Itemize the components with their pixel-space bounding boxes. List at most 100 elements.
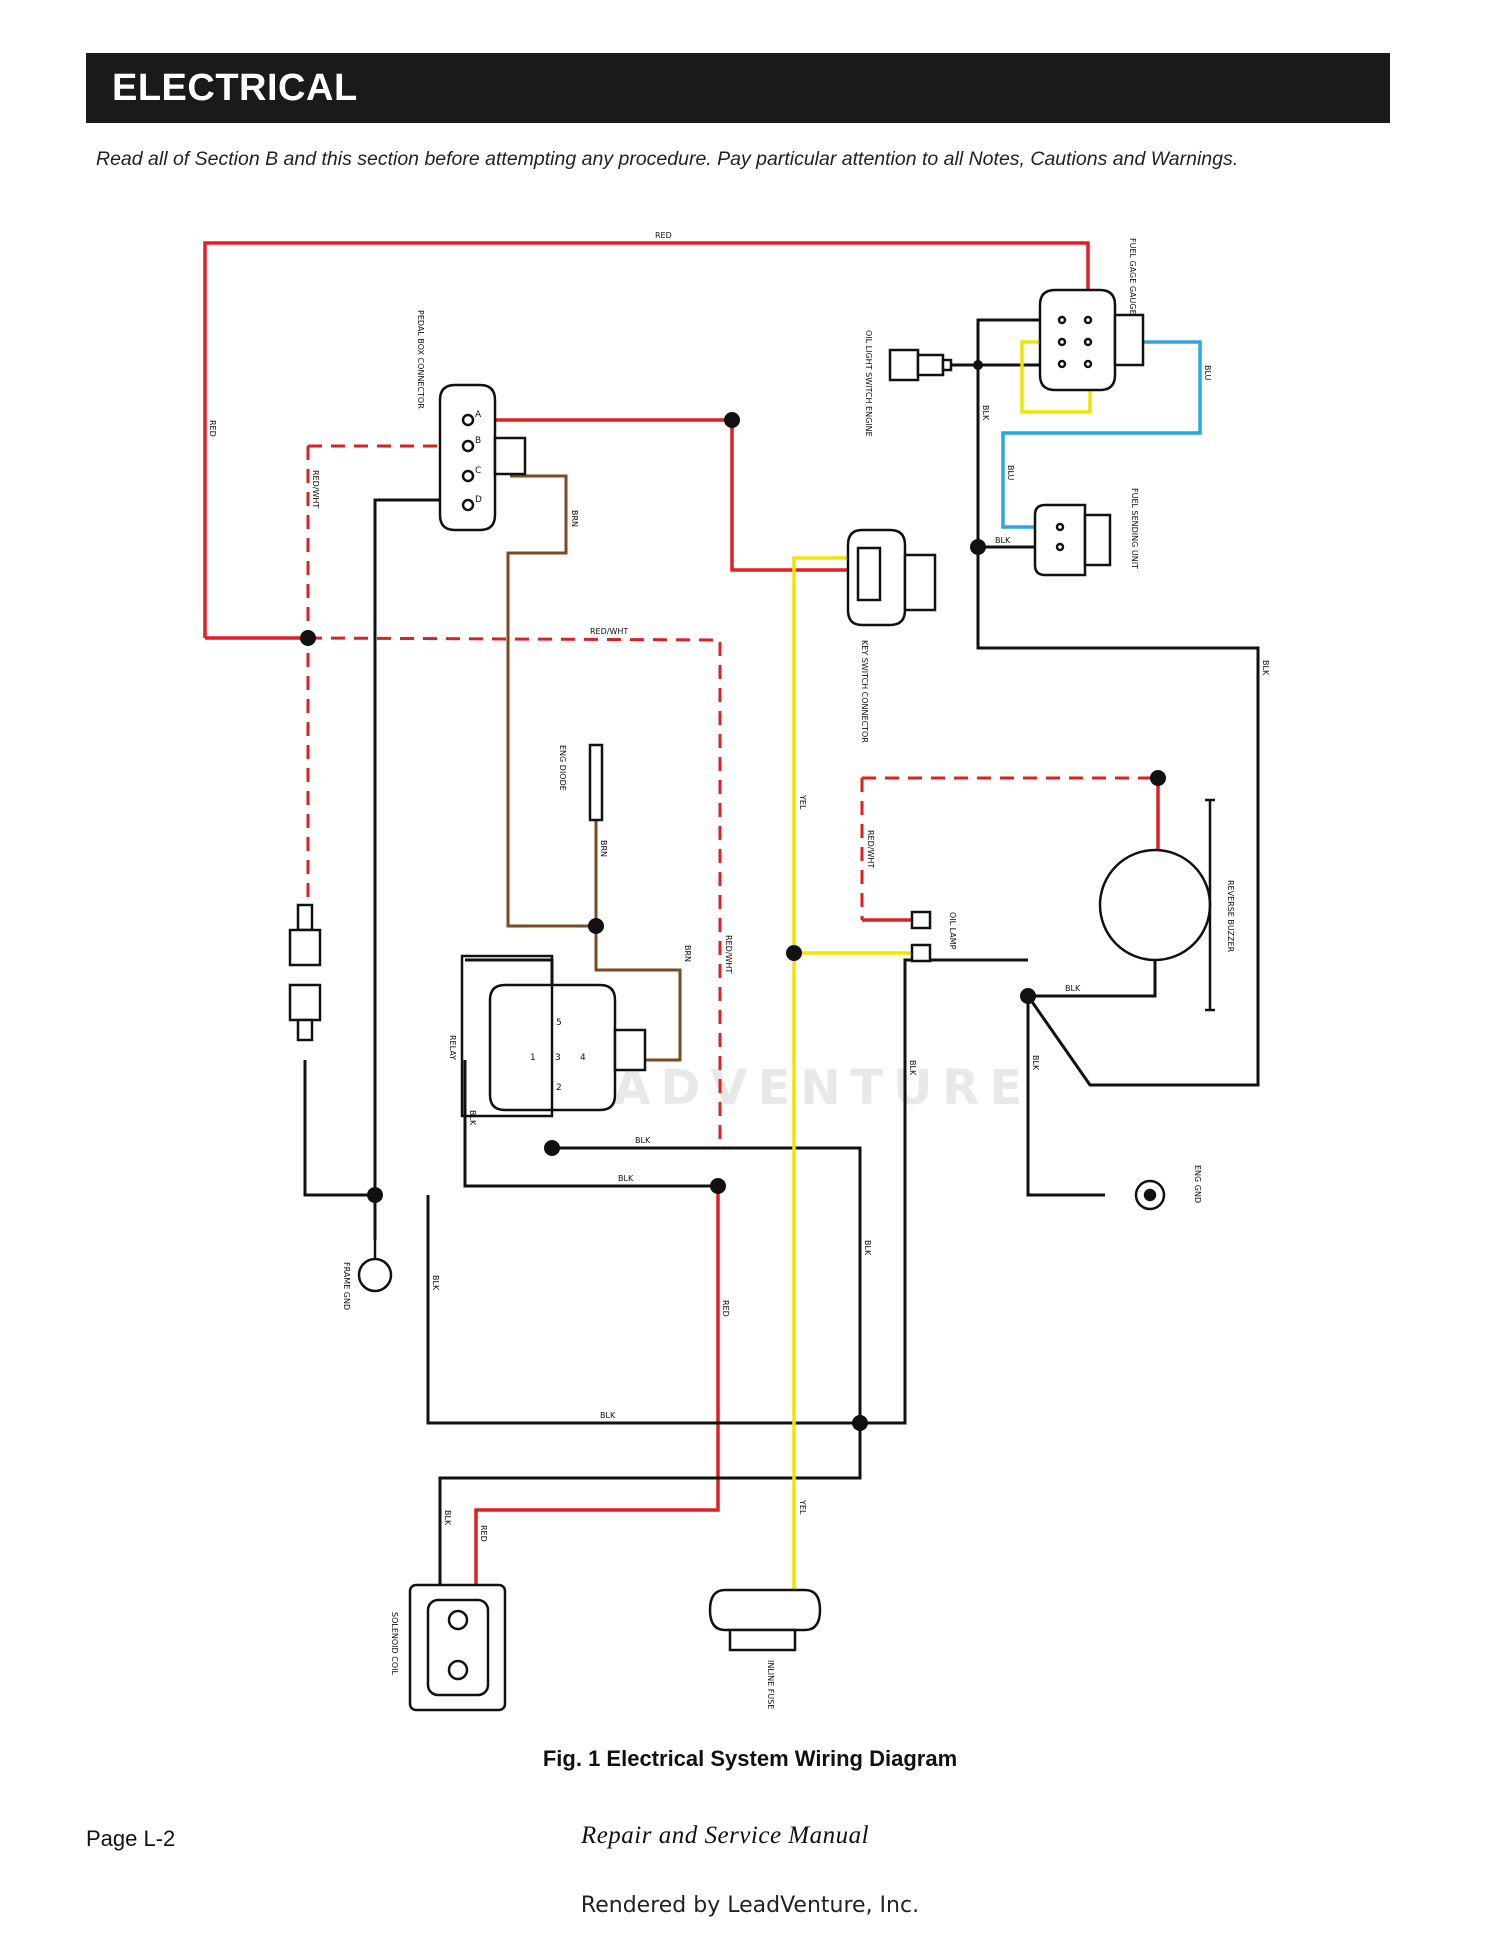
wire-label: BLK: [468, 1110, 477, 1126]
wire-blk-pedal-d: [373, 498, 440, 1195]
pedal-box-connector: [438, 383, 527, 532]
oil-switch-connector: [888, 348, 953, 382]
junction: [710, 1178, 726, 1194]
wire-label: BLK: [863, 1240, 872, 1256]
wire-label: BLK: [995, 536, 1011, 545]
junction: [588, 918, 604, 934]
wire-label: BLK: [908, 1060, 917, 1076]
eng-diode: [588, 743, 604, 822]
wire-label: BLK: [618, 1174, 634, 1183]
solenoid-label: SOLENOID COIL: [390, 1612, 399, 1675]
wire-blk-frame: [303, 1060, 375, 1197]
junction: [852, 1415, 868, 1431]
wire-label: YEL: [798, 794, 807, 810]
reverse-buzzer-label: REVERSE BUZZER: [1226, 880, 1235, 953]
eng-gnd-label: ENG GND: [1193, 1165, 1202, 1203]
junction: [970, 539, 986, 555]
relay-label: RELAY: [448, 1035, 457, 1060]
brown-wires: [506, 474, 682, 1062]
section-header: ELECTRICAL: [86, 53, 1390, 123]
wire-label: BRN: [599, 840, 608, 857]
junction: [544, 1140, 560, 1156]
wire-red-top: [203, 241, 1090, 638]
wire-blk-relay-out: [552, 1146, 862, 1423]
wire-label: RED: [721, 1300, 730, 1317]
junctions: [300, 360, 1166, 1431]
relay-pin-3: 3: [555, 1053, 561, 1063]
junction: [300, 630, 316, 646]
wire-label: RED/WHT: [724, 935, 733, 973]
fuel-sending-unit: [1033, 503, 1112, 577]
engine-ground: [1134, 1179, 1166, 1211]
oil-lamp-label: OIL LAMP: [948, 912, 957, 950]
frame-gnd-label: FRAME GND: [342, 1262, 351, 1310]
wire-blk-diag: [976, 318, 1260, 1087]
wire-blk-relay-left: [463, 1060, 718, 1188]
wire-brn-relay: [594, 926, 682, 1062]
wire-label: YEL: [798, 1499, 807, 1515]
page-number: Page L-2: [86, 1826, 176, 1851]
fuel-sending-label: FUEL SENDING UNIT: [1130, 488, 1139, 569]
wire-label: BLK: [1065, 984, 1081, 993]
figure-caption: Fig. 1 Electrical System Wiring Diagram: [542, 1746, 958, 1771]
junction: [1020, 988, 1036, 1004]
pedal-pin-d: D: [475, 495, 482, 505]
eng-diode-label: ENG DIODE: [558, 745, 567, 791]
relay-pin-5: 5: [556, 1018, 562, 1028]
wire-label: BLK: [443, 1510, 452, 1526]
inline-fuse-label: INLINE FUSE: [766, 1660, 775, 1709]
starter-generator: [1098, 798, 1215, 1012]
wire-blk-buzzer: [1028, 955, 1157, 998]
wire-label: RED: [655, 231, 672, 240]
wire-label: BLK: [981, 405, 990, 421]
wire-label: BLU: [1006, 465, 1015, 481]
wire-label: BLK: [431, 1275, 440, 1291]
junction: [367, 1187, 383, 1203]
oil-switch-label: OIL LIGHT SWITCH ENGINE: [864, 330, 873, 437]
inline-fuse: [708, 1588, 822, 1652]
key-switch-label: KEY SWITCH CONNECTOR: [860, 640, 869, 743]
wire-blk-solenoid: [438, 1423, 862, 1585]
wire-label: BLK: [1261, 660, 1270, 676]
wire-blk-to-bottom: [426, 1195, 858, 1425]
relay-pin-4: 4: [580, 1053, 586, 1063]
wire-redwht-mid: [307, 636, 722, 1140]
oil-lamp: [910, 910, 932, 963]
wire-red-pedal-to-keyswitch: [460, 418, 862, 572]
wire-label: RED/WHT: [311, 470, 320, 508]
intro-text: Read all of Section B and this section b…: [96, 148, 1239, 170]
rendered-by: Rendered by LeadVenture, Inc.: [580, 1893, 920, 1918]
pedal-pin-b: B: [475, 436, 481, 446]
wire-blu-fuel: [1001, 340, 1202, 529]
junction: [973, 360, 983, 370]
manual-title: Repair and Service Manual: [580, 1822, 870, 1849]
red-wires: [203, 241, 1160, 1585]
pedal-box-label: PEDAL BOX CONNECTOR: [416, 310, 425, 409]
pedal-pin-a: A: [475, 410, 482, 420]
frame-ground: [357, 1240, 393, 1293]
wire-label: BLK: [600, 1411, 616, 1420]
key-switch-connector: [846, 528, 937, 627]
fuel-gauge-connector: [1038, 288, 1145, 392]
pedal-pin-c: C: [475, 466, 481, 476]
wire-brn-pedal-c: [506, 474, 596, 928]
junction: [786, 945, 802, 961]
wire-yel-keyswitch: [790, 556, 862, 1617]
wire-red-solenoid: [474, 1186, 720, 1585]
relay: [460, 954, 647, 1118]
wire-label: RED/WHT: [590, 627, 628, 636]
blue-wires: [1001, 340, 1202, 529]
junction: [724, 412, 740, 428]
wire-label: RED: [479, 1525, 488, 1542]
wire-label: RED: [208, 420, 217, 437]
solenoid: [408, 1583, 507, 1712]
fuel-gauge-label: FUEL GAGE GAUGE: [1128, 238, 1137, 315]
wire-label: RED/WHT: [866, 830, 875, 868]
wire-label: BRN: [683, 945, 692, 962]
wire-label: BLU: [1203, 365, 1212, 381]
wire-label: BLK: [635, 1136, 651, 1145]
accessory-connector: [288, 903, 322, 1042]
red-white-dashed-wires: [306, 444, 1158, 1140]
wire-label: BLK: [1031, 1055, 1040, 1071]
